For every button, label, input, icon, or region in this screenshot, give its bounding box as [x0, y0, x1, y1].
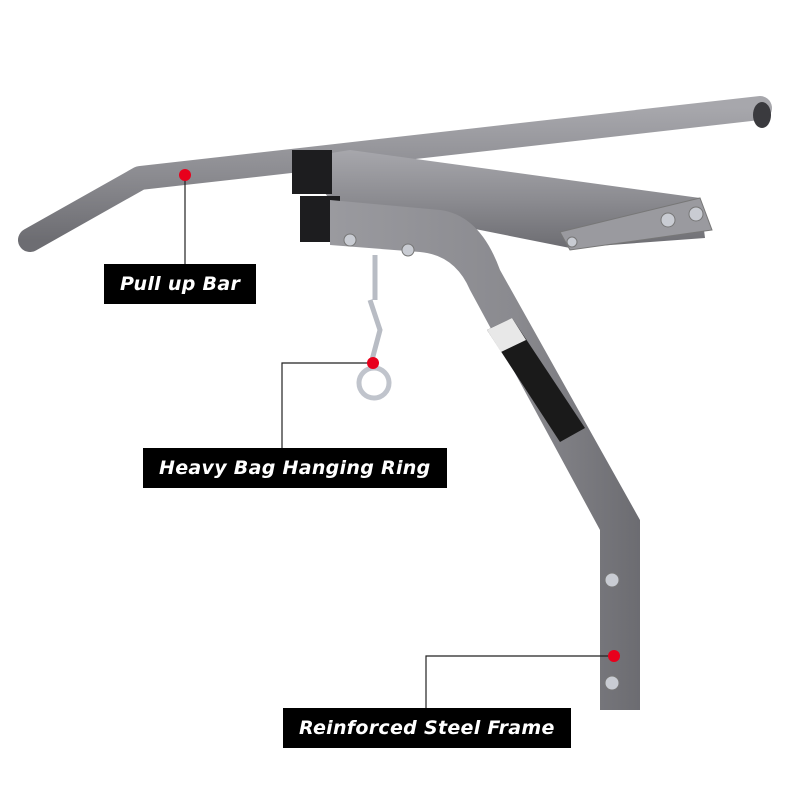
swivel-chain [367, 255, 383, 361]
pull-up-bar [18, 96, 772, 252]
callout-heavy-bag-hanging-ring: Heavy Bag Hanging Ring [143, 448, 447, 488]
wall-plate [559, 197, 713, 251]
callout-pull-up-bar: Pull up Bar [104, 264, 257, 304]
marker-dot [179, 169, 191, 181]
callout-reinforced-steel-frame: Reinforced Steel Frame [283, 708, 571, 748]
marker-dot [608, 650, 620, 662]
marker-dot [367, 357, 379, 369]
bar-end [753, 102, 771, 128]
hanging-ring [356, 365, 392, 401]
